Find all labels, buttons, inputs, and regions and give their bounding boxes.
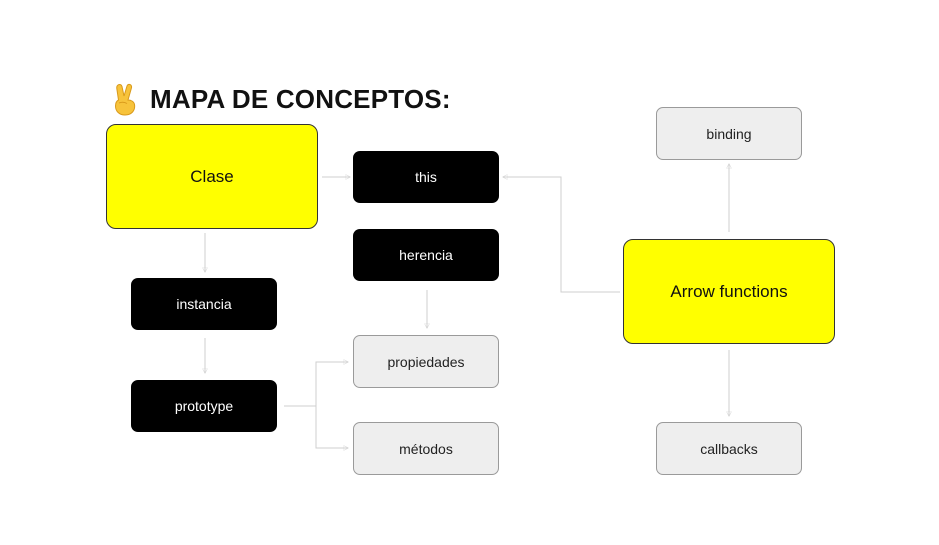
node-metodos: métodos bbox=[353, 422, 499, 475]
node-prototype: prototype bbox=[131, 380, 277, 432]
connector-branch-propiedades bbox=[315, 362, 348, 406]
node-arrow-functions: Arrow functions bbox=[623, 239, 835, 344]
node-clase: Clase bbox=[106, 124, 318, 229]
connector-arrow-this bbox=[503, 177, 620, 293]
node-binding: binding bbox=[656, 107, 802, 160]
node-instancia: instancia bbox=[131, 278, 277, 330]
node-this: this bbox=[353, 151, 499, 203]
node-herencia: herencia bbox=[353, 229, 499, 281]
connector-branch-metodos bbox=[315, 406, 348, 448]
page-title: MAPA DE CONCEPTOS: bbox=[110, 82, 451, 116]
victory-hand-icon bbox=[110, 82, 140, 116]
node-callbacks: callbacks bbox=[656, 422, 802, 475]
title-text: MAPA DE CONCEPTOS: bbox=[150, 83, 451, 114]
node-propiedades: propiedades bbox=[353, 335, 499, 388]
